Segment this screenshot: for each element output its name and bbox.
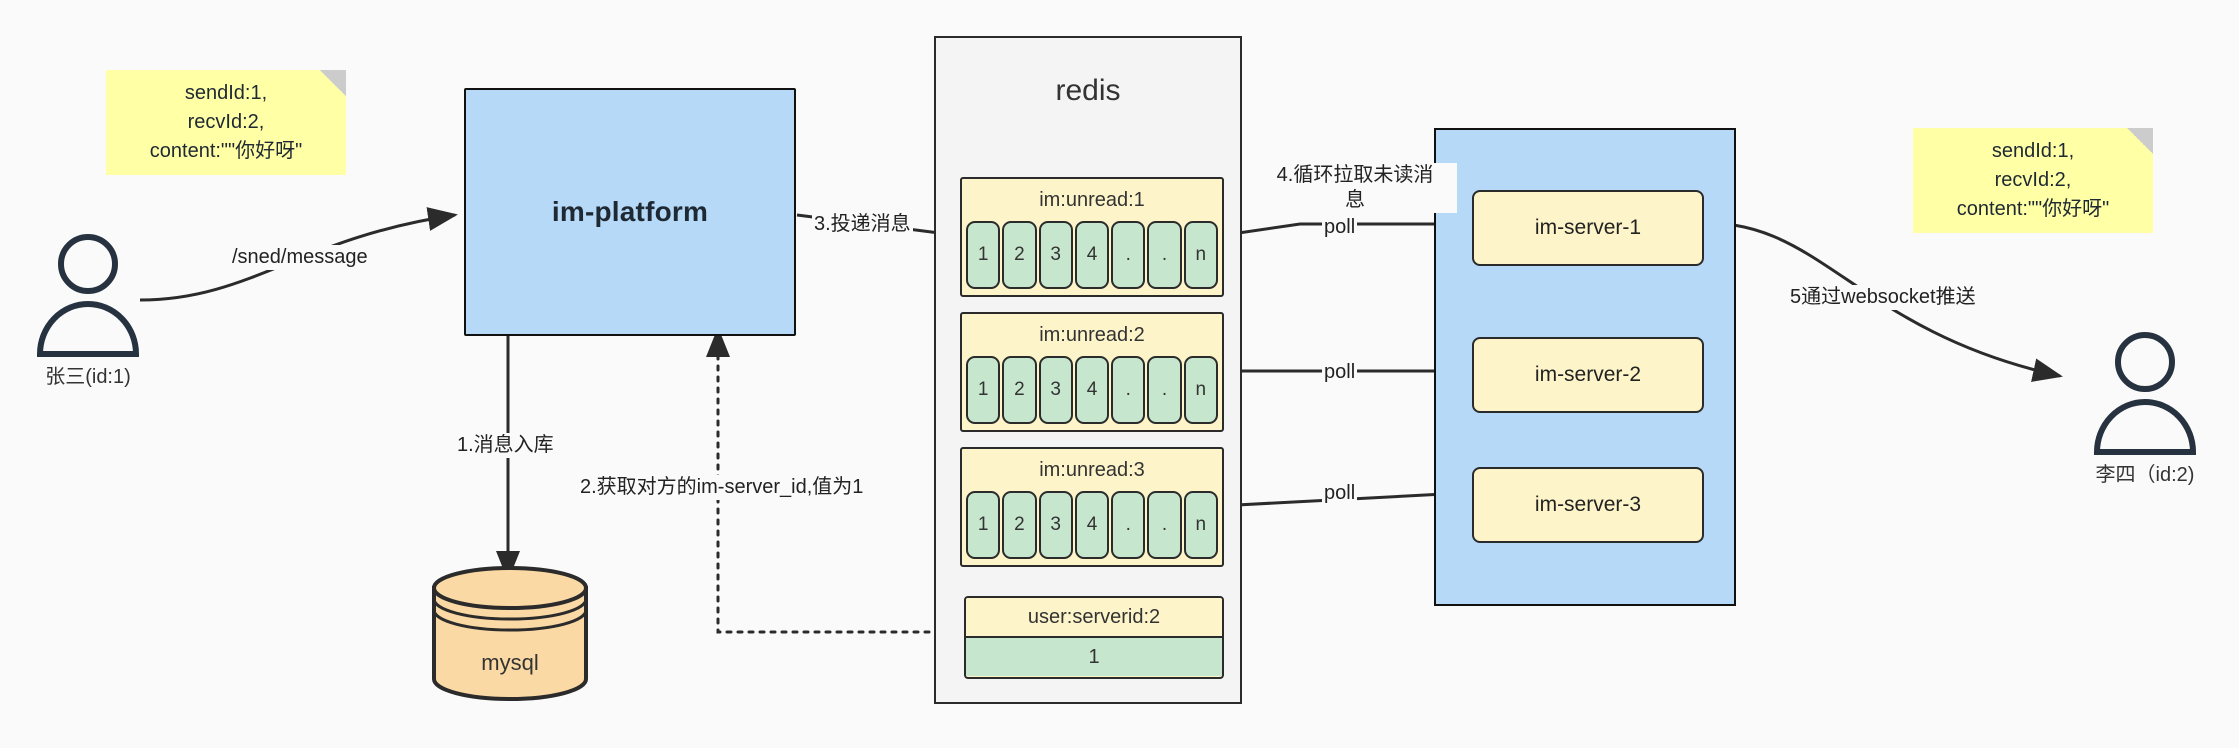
redis-queue-im-unread-3[interactable]: im:unread:3 1 2 3 4 . . n (960, 447, 1224, 567)
edge-label-poll-1: poll (1322, 215, 1358, 240)
queue-cell: 1 (966, 356, 1001, 424)
mysql-database[interactable]: mysql (430, 566, 590, 701)
queue-cell: 3 (1038, 221, 1073, 289)
queue-cell: 3 (1038, 356, 1073, 424)
edge-label-step1: 1.消息入库 (455, 433, 556, 458)
queue-cell: n (1183, 356, 1218, 424)
queue-cells: 1 2 3 4 . . n (966, 491, 1218, 559)
queue-cell: 1 (966, 491, 1001, 559)
queue-cell: 2 (1002, 356, 1037, 424)
queue-cell: . (1111, 356, 1146, 424)
edge-label-step5: 5通过websocket推送 (1788, 285, 1978, 310)
queue-cell: . (1111, 221, 1146, 289)
actor-sender-label: 张三(id:1) (45, 366, 131, 388)
edge-label-poll-3: poll (1322, 481, 1358, 506)
edge-label-step2: 2.获取对方的im-server_id,值为1 (578, 475, 866, 500)
edge-label-step4: 4.循环拉取未读消 息 (1253, 163, 1457, 213)
queue-cells: 1 2 3 4 . . n (966, 356, 1218, 424)
queue-cell: 3 (1038, 491, 1073, 559)
queue-cell: n (1183, 491, 1218, 559)
note-fold-icon (2127, 128, 2153, 154)
queue-key-label: im:unread:1 (1039, 189, 1145, 211)
sticky-note-right: sendId:1, recvId:2, content:""你好呀" (1913, 128, 2153, 233)
queue-cell: 4 (1074, 356, 1110, 424)
im-server-2-chip[interactable]: im-server-2 (1472, 337, 1704, 413)
redis-title: redis (1055, 74, 1121, 107)
actor-sender: 张三(id:1) (28, 232, 148, 388)
im-platform-box[interactable]: im-platform (464, 88, 796, 336)
actor-receiver: 李四（id:2) (2085, 330, 2205, 486)
mysql-label: mysql (481, 649, 539, 675)
edge-label-send-message: /sned/message (230, 245, 370, 270)
redis-queue-im-unread-2[interactable]: im:unread:2 1 2 3 4 . . n (960, 312, 1224, 432)
im-server-1-label: im-server-1 (1534, 216, 1642, 239)
queue-key-label: im:unread:3 (1039, 459, 1145, 481)
queue-cells: 1 2 3 4 . . n (966, 221, 1218, 289)
im-server-2-label: im-server-2 (1534, 363, 1642, 386)
user-icon (2093, 332, 2197, 455)
queue-cell: . (1147, 221, 1182, 289)
im-server-1-chip[interactable]: im-server-1 (1472, 190, 1704, 266)
im-server-3-label: im-server-3 (1534, 493, 1642, 516)
queue-cell: n (1183, 221, 1218, 289)
user-icon (36, 234, 140, 357)
edge-label-poll-2: poll (1322, 360, 1358, 385)
redis-container: redis im:unread:1 1 2 3 4 . . n im:unrea… (934, 36, 1242, 704)
im-platform-label: im-platform (551, 196, 709, 227)
queue-cell: 2 (1002, 221, 1037, 289)
redis-queue-im-unread-1[interactable]: im:unread:1 1 2 3 4 . . n (960, 177, 1224, 297)
actor-receiver-label: 李四（id:2) (2095, 464, 2195, 486)
edge-label-step3: 3.投递消息 (812, 212, 913, 237)
im-server-cluster: im-server-1 im-server-2 im-server-3 (1434, 128, 1736, 606)
sticky-note-left: sendId:1, recvId:2, content:""你好呀" (106, 70, 346, 175)
queue-cell: . (1111, 491, 1146, 559)
queue-cell: 2 (1002, 491, 1037, 559)
queue-cell: 4 (1074, 221, 1110, 289)
note-fold-icon (320, 70, 346, 96)
sticky-note-left-text: sendId:1, recvId:2, content:""你好呀" (149, 82, 303, 162)
im-server-3-chip[interactable]: im-server-3 (1472, 467, 1704, 543)
queue-key-label: im:unread:2 (1039, 324, 1145, 346)
redis-kv-user-serverid-2[interactable]: user:serverid:2 1 (964, 596, 1224, 679)
queue-cell: 1 (966, 221, 1001, 289)
sticky-note-right-text: sendId:1, recvId:2, content:""你好呀" (1956, 140, 2110, 220)
queue-cell: . (1147, 356, 1182, 424)
queue-cell: 4 (1074, 491, 1110, 559)
kv-key-label: user:serverid:2 (966, 598, 1222, 638)
queue-cell: . (1147, 491, 1182, 559)
database-cylinder-icon (432, 566, 588, 701)
kv-value-label: 1 (966, 638, 1222, 676)
